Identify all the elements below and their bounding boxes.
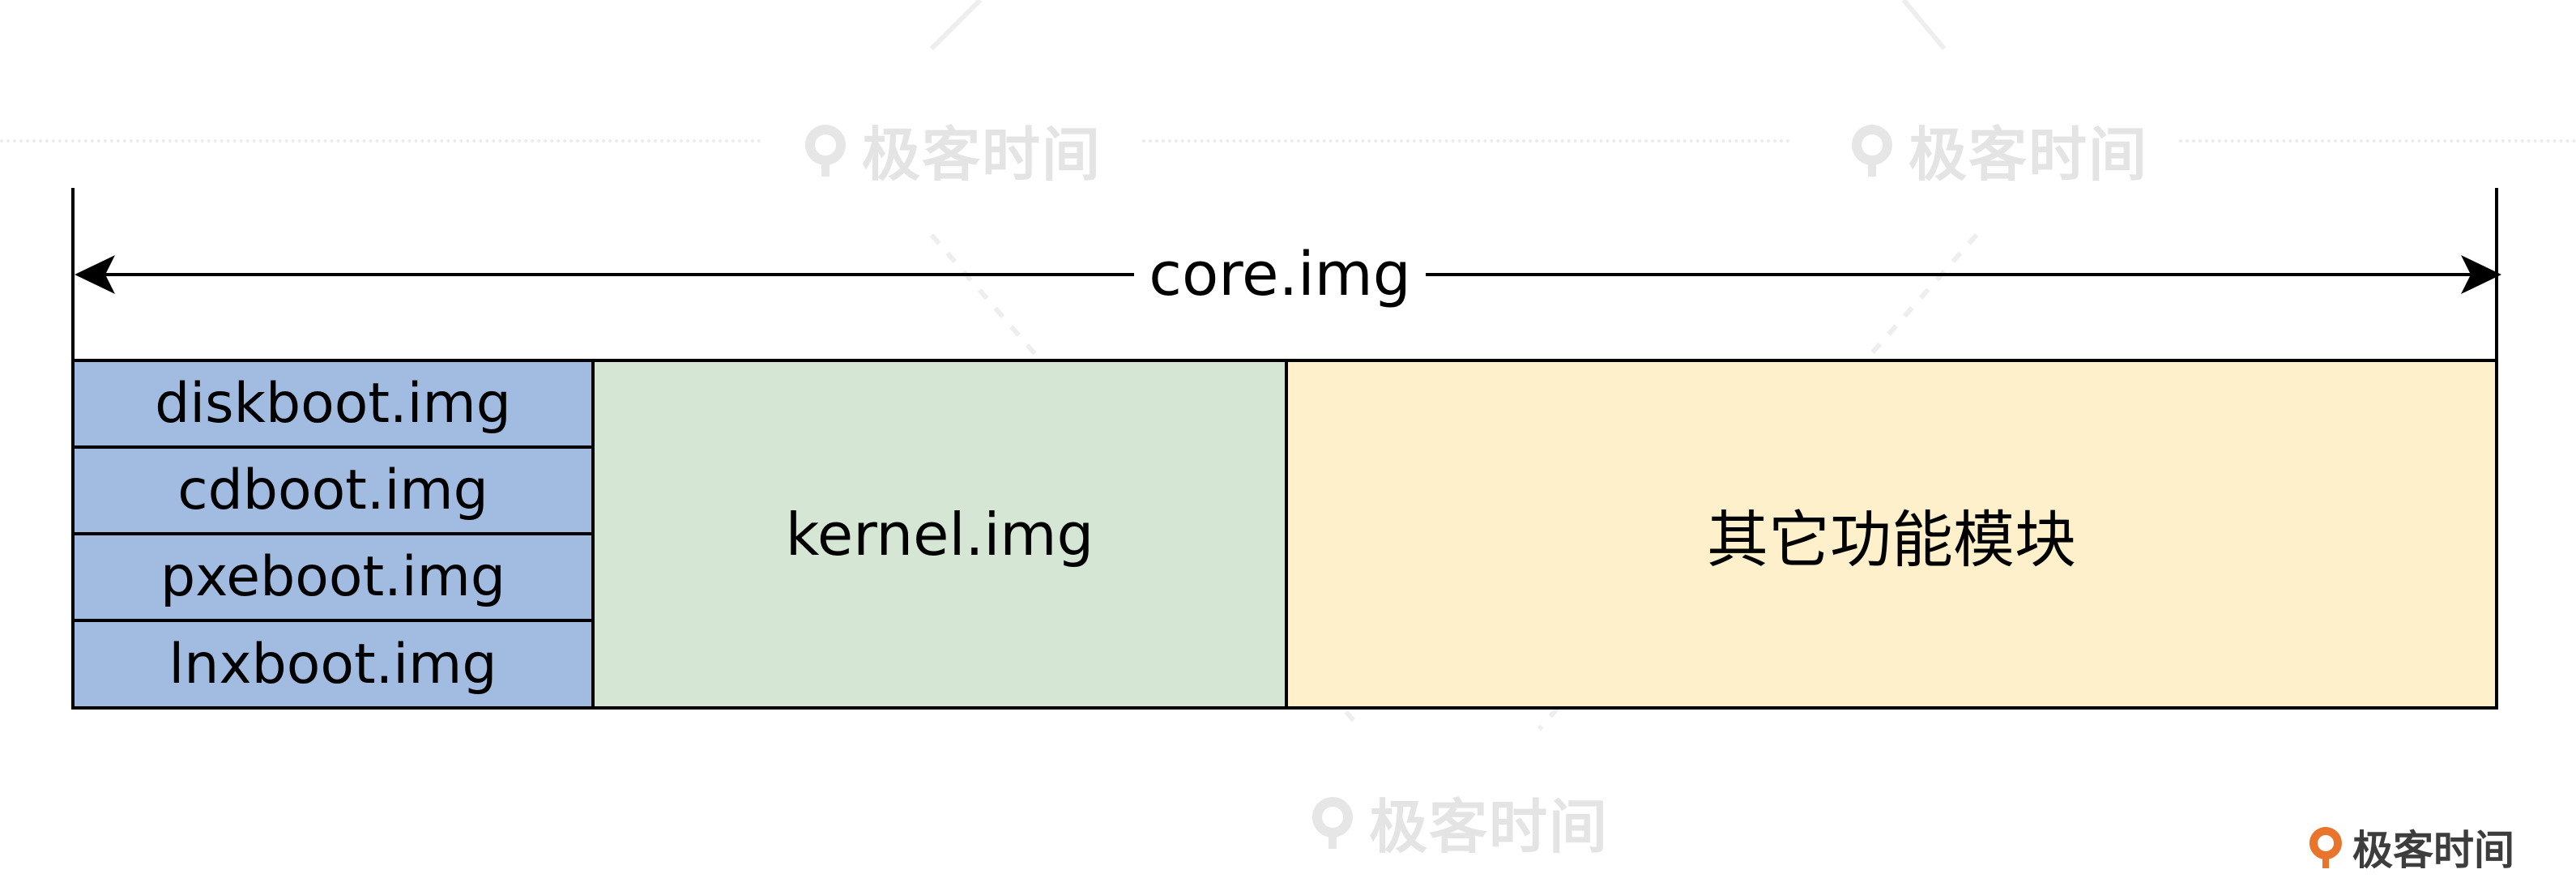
other-modules-block: 其它功能模块 <box>1285 359 2498 710</box>
boot-block-label: diskboot.img <box>155 372 511 436</box>
brand-icon <box>2309 827 2342 868</box>
watermark-logo: 极客时间 <box>1849 107 2148 192</box>
watermark-brand-text: 极客时间 <box>1909 121 2149 189</box>
brand-logo: 极客时间 <box>2307 818 2514 876</box>
watermark-brand-icon <box>804 124 846 177</box>
brand-text: 极客时间 <box>2352 827 2514 874</box>
watermark-dotted-line <box>2179 139 2576 143</box>
boot-block-lnxboot: lnxboot.img <box>71 619 595 710</box>
watermark-brand-text: 极客时间 <box>862 121 1102 189</box>
watermark-dotted-line <box>0 139 761 143</box>
boot-block-diskboot: diskboot.img <box>71 359 595 449</box>
boot-block-pxeboot: pxeboot.img <box>71 532 595 622</box>
boot-block-label: pxeboot.img <box>160 545 506 609</box>
kernel-img-label: kernel.img <box>785 500 1094 569</box>
core-img-label: core.img <box>1134 230 1426 319</box>
watermark-dotted-line <box>1142 139 1790 143</box>
watermark-brand-icon <box>1851 124 1892 177</box>
watermark-brand-text: 极客时间 <box>1369 793 1610 861</box>
other-modules-label: 其它功能模块 <box>1707 503 2076 576</box>
left-extension-line <box>71 188 75 362</box>
boot-block-label: lnxboot.img <box>168 632 497 697</box>
watermark-brand-icon <box>1311 796 1353 849</box>
right-arrow-head-icon <box>2461 255 2501 294</box>
left-arrow-head-icon <box>75 255 115 294</box>
watermark-logo: 极客时间 <box>802 107 1102 192</box>
kernel-img-block: kernel.img <box>591 359 1288 710</box>
boot-block-label: cdboot.img <box>177 458 488 522</box>
watermark-logo: 极客时间 <box>1309 779 1609 864</box>
boot-block-cdboot: cdboot.img <box>71 445 595 535</box>
